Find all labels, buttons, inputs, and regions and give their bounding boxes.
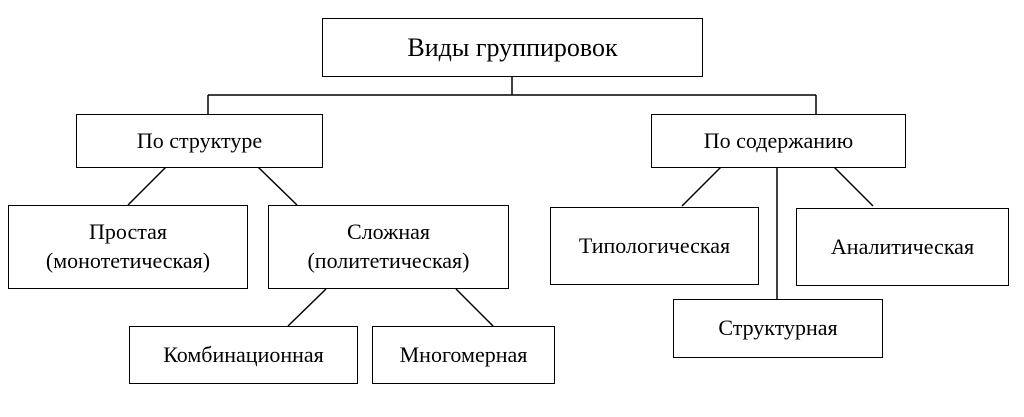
connector-to-typological <box>681 166 722 207</box>
connector-to-combination <box>287 288 327 327</box>
by-content-label: По содержанию <box>703 127 854 153</box>
simple-node: Простая (монотетическая) <box>8 205 248 289</box>
analytical-node-label: Аналитическая <box>830 233 975 259</box>
connector-to-simple <box>127 166 167 206</box>
structural-node-label: Структурная <box>718 315 838 341</box>
connector-to-multidimensional <box>455 288 494 327</box>
combination-node-label: Комбинационная <box>163 341 324 367</box>
connector-to-analytical <box>833 166 874 207</box>
simple-node-line2: (монотетическая) <box>45 248 211 273</box>
connector-to-complex <box>257 166 298 206</box>
combination-node: Комбинационная <box>129 326 358 384</box>
structural-node: Структурная <box>673 299 883 358</box>
by-structure-node: По структуре <box>76 114 323 168</box>
analytical-node: Аналитическая <box>796 208 1009 286</box>
typological-node-label: Типологическая <box>578 232 731 258</box>
complex-node: Сложная (политетическая) <box>268 205 509 289</box>
simple-node-line1: Простая <box>89 219 167 245</box>
by-content-node: По содержанию <box>651 114 906 168</box>
multidimensional-node: Многомерная <box>372 326 555 384</box>
multidimensional-node-label: Многомерная <box>399 341 528 367</box>
root-node-label: Виды группировок <box>407 32 618 62</box>
complex-node-line1: Сложная <box>347 219 430 245</box>
root-node: Виды группировок <box>322 18 703 77</box>
by-structure-label: По структуре <box>136 127 263 153</box>
typological-node: Типологическая <box>550 207 759 285</box>
complex-node-line2: (политетическая) <box>307 248 470 273</box>
